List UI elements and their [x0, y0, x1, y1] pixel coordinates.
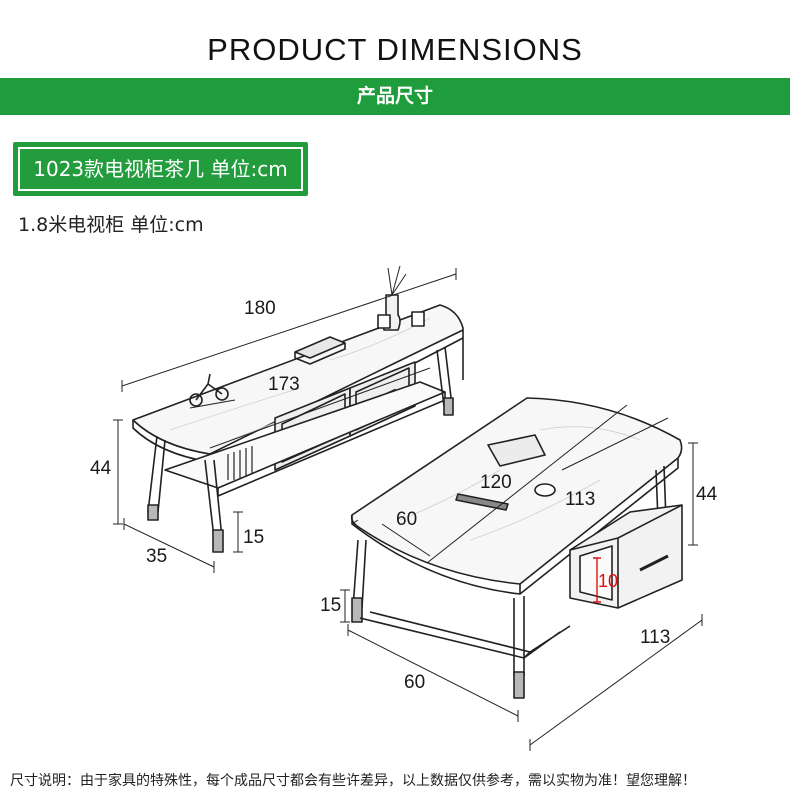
drawer-height-marker	[593, 557, 601, 603]
coffee-table-length-top-label: 113	[565, 489, 595, 510]
banner-label: 产品尺寸	[356, 85, 433, 107]
tv-cabinet-length-label: 180	[244, 298, 276, 319]
model-badge: 1023款电视柜茶几 单位:cm	[13, 142, 308, 196]
tv-cabinet-leg-clearance-label: 15	[243, 527, 264, 548]
coffee-table-diagonal-label: 120	[480, 472, 512, 493]
tv-cabinet-height-label: 44	[90, 458, 112, 479]
model-badge-label: 1023款电视柜茶几 单位:cm	[18, 147, 303, 191]
size-disclaimer: 尺寸说明：由于家具的特殊性，每个成品尺寸都会有些许差异，以上数据仅供参考，需以实…	[10, 773, 696, 789]
tv-cabinet-illustration	[132, 265, 464, 553]
tv-cabinet-inner-length-label: 173	[268, 374, 300, 395]
tv-cabinet-depth-label: 35	[146, 546, 167, 567]
coffee-table-height-label: 44	[696, 484, 718, 505]
coffee-table-width-bottom-label: 60	[404, 672, 425, 693]
coffee-table-leg-clearance-label: 15	[320, 595, 341, 616]
drawer-height-label: 10	[598, 571, 618, 591]
coffee-table-dimension-lines	[340, 404, 703, 751]
section-banner: 产品尺寸	[0, 78, 790, 115]
page-title: PRODUCT DIMENSIONS	[207, 32, 583, 67]
tv-cabinet-subtitle: 1.8米电视柜 单位:cm	[18, 214, 204, 236]
coffee-table-width-top-label: 60	[396, 509, 417, 530]
coffee-table-length-bottom-label: 113	[640, 627, 670, 648]
coffee-table-illustration	[350, 397, 683, 699]
tv-cabinet-dimension-lines	[113, 268, 457, 573]
